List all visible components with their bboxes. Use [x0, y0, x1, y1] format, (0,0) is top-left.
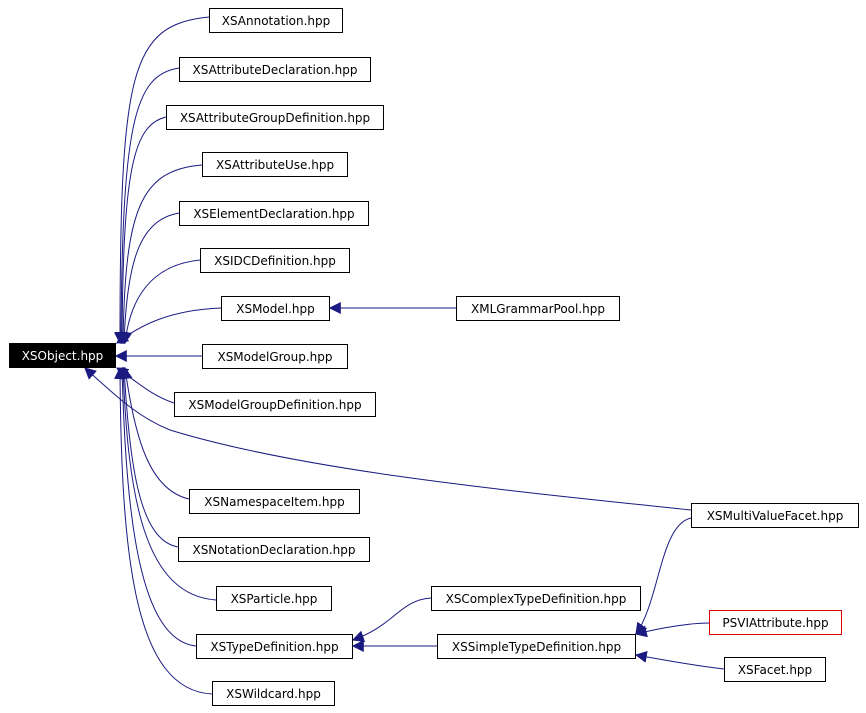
edge-psviattribute-to-xssimpletypedefinition [634, 622, 710, 638]
edge-xsmultivaluefacet-to-xssimpletypedefinition [635, 517, 692, 635]
node-xswildcard[interactable]: XSWildcard.hpp [212, 681, 335, 706]
node-xsattributedeclaration[interactable]: XSAttributeDeclaration.hpp [179, 57, 371, 82]
node-xsparticle[interactable]: XSParticle.hpp [216, 586, 332, 611]
node-xstypedefinition[interactable]: XSTypeDefinition.hpp [196, 634, 353, 659]
edge-xsattributegroupdefinition-to-xsobject [116, 116, 167, 345]
node-xscomplextypedefinition[interactable]: XSComplexTypeDefinition.hpp [431, 586, 641, 611]
edge-xsnamespaceitem-to-xsobject [120, 366, 190, 500]
edge-xsfacet-to-xssimpletypedefinition [634, 650, 725, 670]
node-xssimpletypedefinition[interactable]: XSSimpleTypeDefinition.hpp [437, 634, 636, 659]
node-xsnamespaceitem[interactable]: XSNamespaceItem.hpp [189, 489, 360, 514]
node-xsfacet[interactable]: XSFacet.hpp [724, 657, 826, 682]
node-xsidcdefinition[interactable]: XSIDCDefinition.hpp [200, 248, 350, 273]
node-xmlgrammarpool[interactable]: XMLGrammarPool.hpp [456, 296, 620, 321]
node-xsnotationdeclaration[interactable]: XSNotationDeclaration.hpp [178, 537, 370, 562]
node-xselementdeclaration[interactable]: XSElementDeclaration.hpp [179, 201, 369, 226]
edge-xsannotation-to-xsobject [114, 16, 210, 345]
node-xsannotation[interactable]: XSAnnotation.hpp [209, 8, 343, 33]
node-psviattribute[interactable]: PSVIAttribute.hpp [709, 610, 842, 635]
edge-xsattributedeclaration-to-xsobject [115, 67, 180, 345]
edge-xsidcdefinition-to-xsobject [120, 259, 201, 345]
node-xsmodelgroup[interactable]: XSModelGroup.hpp [202, 344, 348, 369]
edge-xsmodel-to-xsobject [116, 307, 222, 344]
edge-xsmultivaluefacet-to-xsobject [84, 367, 692, 511]
node-xsmodelgroupdefinition[interactable]: XSModelGroupDefinition.hpp [174, 392, 376, 417]
node-xsobject[interactable]: XSObject.hpp [9, 343, 116, 368]
node-xsattributeuse[interactable]: XSAttributeUse.hpp [202, 152, 348, 177]
edge-xsattributeuse-to-xsobject [117, 164, 203, 345]
edge-xselementdeclaration-to-xsobject [118, 212, 180, 345]
node-xsmodel[interactable]: XSModel.hpp [221, 296, 330, 321]
edge-xsnotationdeclaration-to-xsobject [118, 366, 179, 548]
edge-xswildcard-to-xsobject [114, 366, 213, 695]
edge-xsparticle-to-xsobject [117, 366, 217, 601]
node-xsattributegroupdefinition[interactable]: XSAttributeGroupDefinition.hpp [166, 105, 384, 130]
node-xsmultivaluefacet[interactable]: XSMultiValueFacet.hpp [691, 503, 859, 528]
edge-xstypedefinition-to-xsobject [116, 366, 197, 647]
edge-xscomplextypedefinition-to-xstypedefinition [351, 597, 432, 643]
